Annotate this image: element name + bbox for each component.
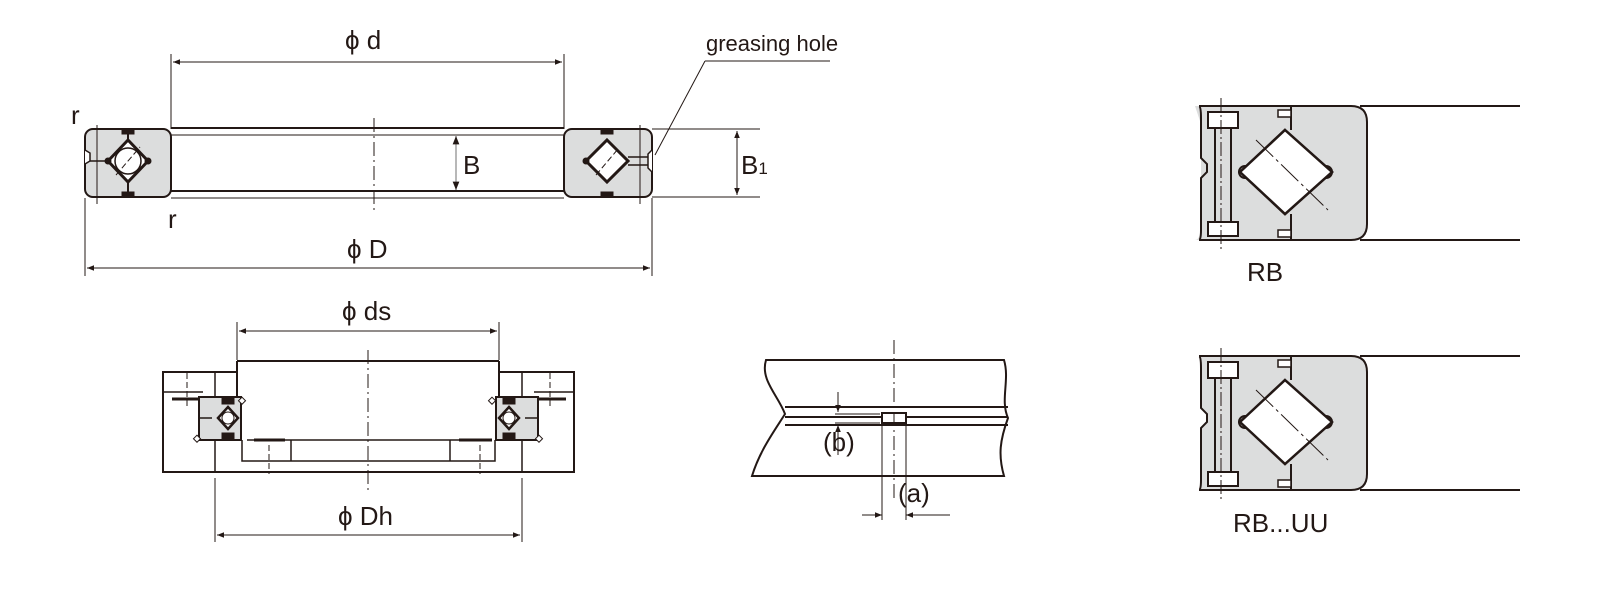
housing-diameter-label: ϕ Dh [338, 501, 394, 531]
chamfer-top-label: r [71, 100, 80, 130]
inner-diameter-label: ϕ d [345, 25, 382, 55]
greasing-hole-label: greasing hole [706, 31, 839, 56]
variant-rb-section [1195, 98, 1520, 250]
shaft-diameter-label: ϕ ds [342, 296, 392, 326]
greasing-hole-detail [750, 340, 1010, 520]
mounting-cross-section [162, 322, 575, 542]
dim-a-label: (a) [898, 478, 930, 508]
outer-diameter-label: ϕ D [347, 234, 388, 264]
chamfer-bottom-label: r [168, 204, 177, 234]
variant-rb-uu-section [1198, 348, 1520, 500]
variant-rb-label: RB [1247, 257, 1284, 287]
width-b1-label: B1 [741, 152, 768, 178]
variant-rb-uu-label: RB...UU [1233, 508, 1329, 538]
width-b1-subscript: 1 [758, 159, 768, 178]
dim-b-label: (b) [823, 427, 855, 457]
width-b1-main: B [741, 150, 759, 180]
main-cross-section [84, 54, 830, 276]
width-b-label: B [463, 150, 481, 180]
